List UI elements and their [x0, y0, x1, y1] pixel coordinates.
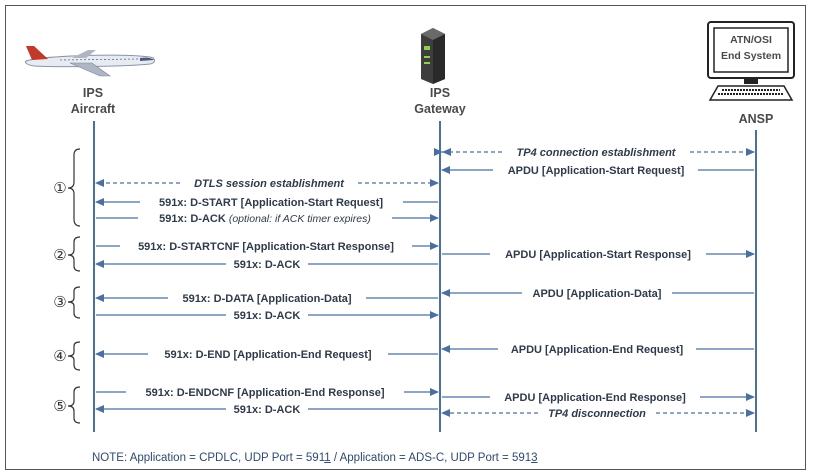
footnote: NOTE: Application = CPDLC, UDP Port = 59… [92, 452, 538, 464]
msg-dtls: DTLS session establishment [194, 178, 345, 190]
msg-d-start: 591x: D-START [Application-Start Request… [159, 197, 383, 209]
note-prefix: NOTE: Application = CPDLC, UDP Port = 59… [92, 452, 325, 464]
step-3: ③ [53, 293, 66, 311]
msg-d-endcnf: 591x: D-ENDCNF [Application-End Response… [146, 387, 385, 399]
msg-d-ack-2: 591x: D-ACK [234, 259, 301, 271]
msg-apdu-start-response: APDU [Application-Start Response] [505, 249, 691, 261]
msg-d-ack-3: 591x: D-ACK [234, 310, 301, 322]
gateway-label-line1: IPS [430, 86, 450, 100]
msg-tp4-disconnect: TP4 disconnection [548, 408, 646, 420]
step-1: ① [53, 179, 66, 197]
msg-apdu-data: APDU [Application-Data] [533, 288, 662, 300]
arrowhead [442, 148, 451, 156]
msg-apdu-end-response: APDU [Application-End Response] [504, 392, 686, 404]
server-icon [421, 28, 445, 84]
note-digit-1: 1 [324, 452, 331, 464]
ansp-label: ANSP [739, 112, 774, 126]
message-arrows [95, 148, 755, 417]
terminal-icon: ATN/OSI End System [707, 21, 795, 101]
step-brackets [67, 148, 81, 424]
step-5: ⑤ [53, 397, 66, 415]
aircraft-icon [25, 46, 155, 77]
msg-tp4-connect: TP4 connection establishment [517, 147, 677, 159]
msg-d-ack-1-main: 591x: D-ACK [159, 213, 226, 225]
step-4: ④ [53, 347, 66, 365]
msg-apdu-start-request: APDU [Application-Start Request] [508, 165, 685, 177]
terminal-line2: End System [721, 50, 781, 62]
msg-apdu-end-request: APDU [Application-End Request] [511, 344, 684, 356]
note-middle: / Application = ADS-C, UDP Port = 591 [330, 452, 532, 464]
aircraft-label-line2: Aircraft [71, 102, 116, 116]
aircraft-label-line1: IPS [83, 86, 103, 100]
msg-d-end: 591x: D-END [Application-End Request] [164, 349, 372, 361]
step-2: ② [53, 246, 66, 264]
msg-d-data: 591x: D-DATA [Application-Data] [182, 293, 351, 305]
terminal-line1: ATN/OSI [730, 34, 772, 46]
gateway-label-line2: Gateway [414, 102, 465, 116]
note-digit-2: 3 [531, 452, 538, 464]
msg-d-startcnf: 591x: D-STARTCNF [Application-Start Resp… [138, 241, 394, 253]
msg-d-ack-1: 591x: D-ACK (optional: if ACK timer expi… [159, 213, 371, 225]
msg-d-ack-1-note: (optional: if ACK timer expires) [229, 213, 371, 225]
msg-d-ack-5: 591x: D-ACK [234, 404, 301, 416]
